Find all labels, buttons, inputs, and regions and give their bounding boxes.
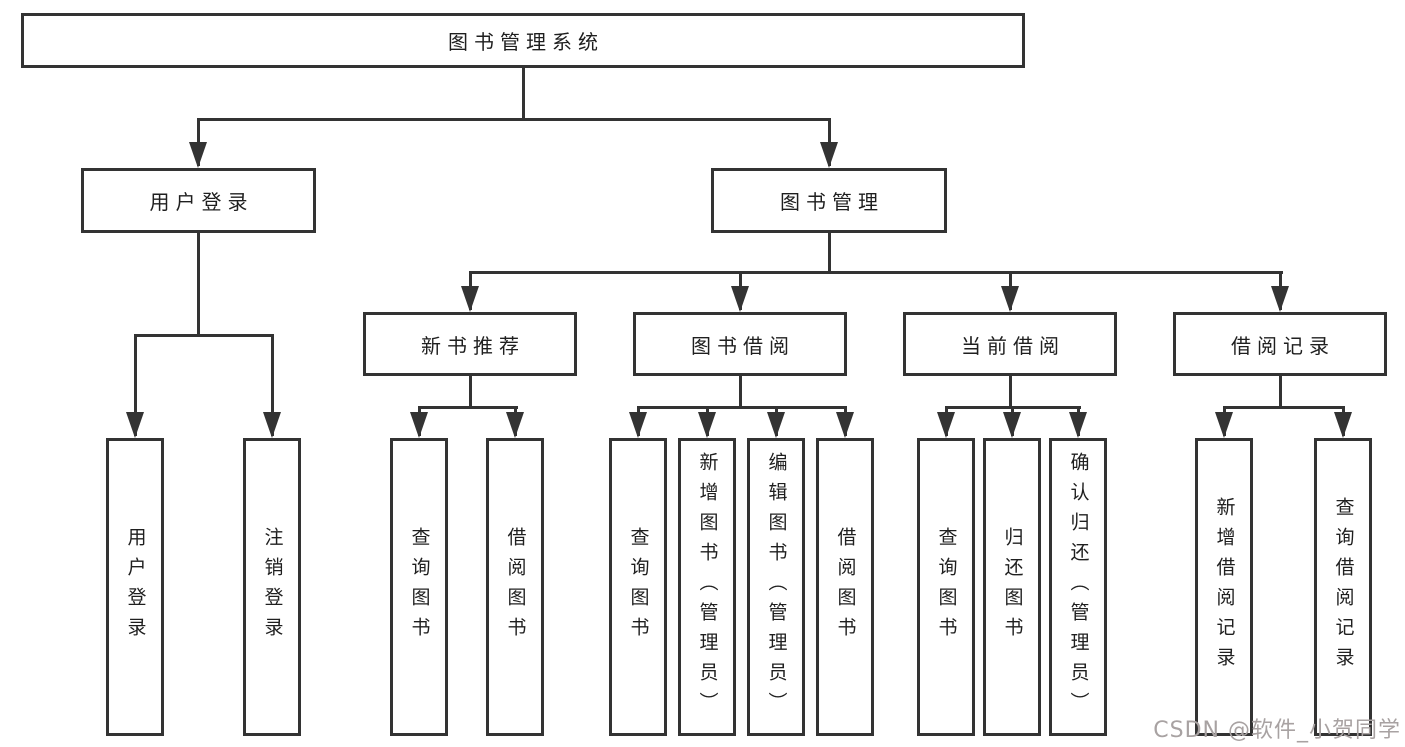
node-label: 新增图书（管理员） [696, 452, 719, 722]
node-label: 注销登录 [261, 527, 284, 647]
connector-borrowing-stem [738, 376, 742, 409]
connector-userlogin-left-drop [133, 334, 137, 436]
arrow-down-icon [410, 412, 428, 438]
leaf-borrowing-borrow-books: 借阅图书 [816, 438, 874, 736]
node-label: 查询借阅记录 [1332, 497, 1355, 677]
leaf-current-confirm-return-admin: 确认归还（管理员） [1049, 438, 1107, 736]
connector-bookmgmt-bar [468, 271, 1283, 274]
node-book-borrowing: 图书借阅 [633, 312, 847, 376]
leaf-current-return-books: 归还图书 [983, 438, 1041, 736]
arrow-down-icon [836, 412, 854, 438]
leaf-current-query-books: 查询图书 [917, 438, 975, 736]
node-label: 新增借阅记录 [1213, 497, 1236, 677]
connector-records-bar [1222, 406, 1345, 409]
node-label: 用户登录 [149, 190, 254, 214]
connector-userlogin-right-drop [270, 334, 274, 436]
node-label: 查询图书 [408, 527, 431, 647]
connector-bookmgmt-stem [827, 233, 831, 274]
leaf-user-login: 用户登录 [106, 438, 164, 736]
arrow-down-icon [1334, 412, 1352, 438]
node-library-system: 图书管理系统 [21, 13, 1025, 68]
arrow-down-icon [126, 412, 144, 438]
node-borrowing-records: 借阅记录 [1173, 312, 1387, 376]
connector-recommend-stem [468, 376, 472, 409]
arrow-down-icon [629, 412, 647, 438]
node-label: 借阅图书 [834, 527, 857, 647]
node-label: 归还图书 [1001, 527, 1024, 647]
connector-userlogin-bar [133, 334, 274, 337]
node-label: 借阅记录 [1231, 333, 1335, 358]
arrow-down-icon [731, 286, 749, 312]
node-label: 图书借阅 [691, 333, 795, 358]
node-book-management: 图书管理 [711, 168, 947, 233]
connector-borrowing-bar [636, 406, 847, 409]
node-new-book-recommendation: 新书推荐 [363, 312, 577, 376]
arrow-down-icon [1001, 286, 1019, 312]
connector-userlogin-stem [196, 233, 200, 337]
csdn-watermark: CSDN @软件_小贺同学 [1153, 718, 1401, 743]
connector-root-stem [521, 68, 525, 121]
leaf-records-add-record: 新增借阅记录 [1195, 438, 1253, 736]
arrow-down-icon [698, 412, 716, 438]
arrow-down-icon [506, 412, 524, 438]
arrow-down-icon [937, 412, 955, 438]
node-label: 用户登录 [124, 527, 147, 647]
node-label: 新书推荐 [421, 333, 525, 358]
connector-recommend-bar [417, 406, 518, 409]
arrow-down-icon [189, 142, 207, 168]
leaf-borrowing-edit-books-admin: 编辑图书（管理员） [747, 438, 805, 736]
arrow-down-icon [1069, 412, 1087, 438]
leaf-recommend-query-books: 查询图书 [390, 438, 448, 736]
node-user-login: 用户登录 [81, 168, 316, 233]
node-label: 编辑图书（管理员） [765, 452, 788, 722]
arrow-down-icon [461, 286, 479, 312]
arrow-down-icon [1215, 412, 1233, 438]
arrow-down-icon [767, 412, 785, 438]
leaf-borrowing-query-books: 查询图书 [609, 438, 667, 736]
node-label: 借阅图书 [504, 527, 527, 647]
node-label: 查询图书 [627, 527, 650, 647]
node-label: 图书管理 [780, 190, 884, 214]
node-label: 查询图书 [935, 527, 958, 647]
connector-root-bar [196, 118, 831, 121]
node-label: 当前借阅 [961, 333, 1065, 358]
node-label: 确认归还（管理员） [1067, 452, 1090, 722]
leaf-records-query-record: 查询借阅记录 [1314, 438, 1372, 736]
arrow-down-icon [820, 142, 838, 168]
leaf-logout-login: 注销登录 [243, 438, 301, 736]
connector-records-stem [1278, 376, 1282, 409]
leaf-recommend-borrow-books: 借阅图书 [486, 438, 544, 736]
node-label: 图书管理系统 [448, 30, 604, 54]
node-current-borrowing: 当前借阅 [903, 312, 1117, 376]
arrow-down-icon [1003, 412, 1021, 438]
connector-current-stem [1008, 376, 1012, 409]
arrow-down-icon [1271, 286, 1289, 312]
leaf-borrowing-add-books-admin: 新增图书（管理员） [678, 438, 736, 736]
arrow-down-icon [263, 412, 281, 438]
